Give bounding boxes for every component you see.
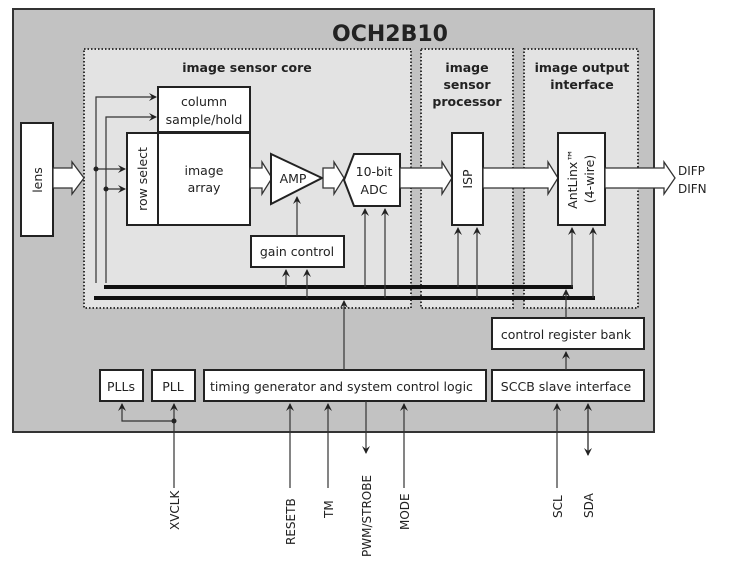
row-select-label: row select [135,147,150,211]
output-arrow [604,159,676,197]
amp-to-adc-arrow [322,159,345,197]
amp-block [270,152,325,206]
isp-block [451,132,484,226]
isp-to-antlinx-arrow [482,159,559,197]
column-ctrl-wire-1 [95,93,157,283]
image-array-block [157,132,251,226]
plls-block [99,369,144,402]
section-core-label: image sensor core [182,60,312,75]
array-to-amp-arrow [249,159,273,197]
timing-generator-block [203,369,487,402]
difn-label: DIFN [678,182,707,196]
pll-block [151,369,196,402]
column-ctrl-wire-2 [105,113,157,283]
junction-dot [103,186,109,192]
section-output-label-1: image output [535,60,630,75]
lens-output-arrow [52,160,85,196]
sda-pin-label: SDA [582,492,596,518]
column-label-2: sample/hold [166,112,243,127]
junction-dot [93,166,99,172]
pwm-strobe-pin-label: PWM/STROBE [360,475,374,557]
section-isp-label-3: processor [432,94,502,109]
image-array-label-2: array [188,180,221,195]
difp-label: DIFP [678,164,705,178]
gain-control-label: gain control [260,244,334,259]
adc-label-1: 10-bit [356,164,393,179]
junction-dot [171,418,177,424]
isp-label: ISP [460,169,475,189]
gain-control-block [250,235,345,268]
amp-label: AMP [280,171,307,186]
scl-pin-label: SCL [551,495,565,518]
chip-title: OCH2B10 [332,22,448,47]
sccb-label: SCCB slave interface [501,379,632,394]
xvclk-to-plls-wire [118,403,174,422]
tm-pin-label: TM [322,500,336,519]
mode-pin-label: MODE [398,493,412,530]
column-sample-hold-block [157,86,251,133]
antlinx-label-2: (4-wire) [582,155,597,203]
pll-label: PLL [162,379,184,394]
timing-generator-label: timing generator and system control logi… [210,379,473,394]
sccb-slave-interface-block [491,369,645,402]
antlinx-label-1: AntLinx™ [565,149,580,209]
plls-label: PLLs [107,379,135,394]
control-register-bank-block [491,317,645,350]
adc-block [342,153,401,207]
control-register-label: control register bank [501,327,632,342]
lens-block [20,122,54,237]
section-isp-label-2: sensor [443,77,491,92]
adc-to-isp-arrow [399,159,453,197]
adc-label-2: ADC [361,182,388,197]
column-label-1: column [181,94,227,109]
resetb-pin-label: RESETB [284,498,298,545]
image-array-label-1: image [185,163,224,178]
xvclk-pin-label: XVCLK [168,490,182,530]
section-isp-label-1: image [445,60,488,75]
lens-label: lens [30,167,45,193]
section-output-label-2: interface [550,77,614,92]
